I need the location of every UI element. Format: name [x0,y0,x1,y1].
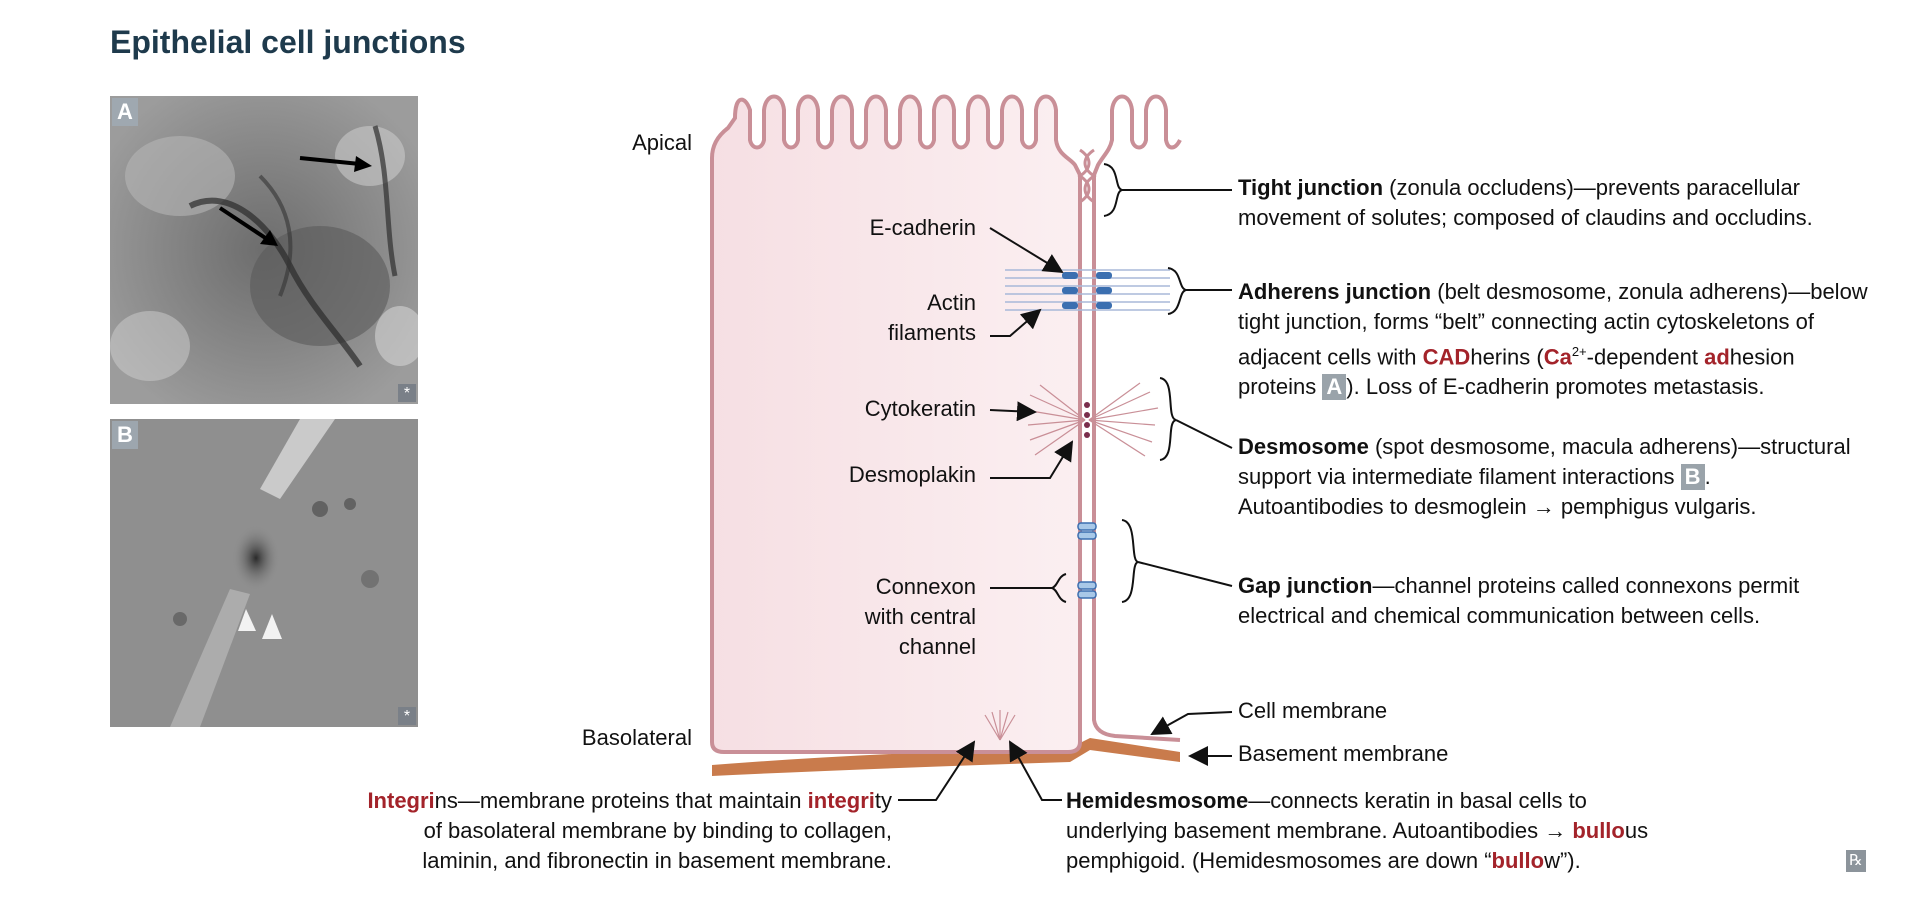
asterisk-icon: * [398,384,416,402]
figure-ref-a: A [1322,374,1347,401]
cytokeratin-label: Cytokeratin [865,396,976,421]
desmosome-title: Desmosome [1238,434,1369,459]
actin-label-line1: Actin [927,290,976,315]
micrograph-a-label: A [112,98,138,126]
apical-label: Apical [632,130,692,155]
adherens-junction-cadherins [1062,272,1112,309]
desmoplakin-label: Desmoplakin [849,462,976,487]
e-cadherin-label: E-cadherin [870,215,976,240]
rx-icon: ℞ [1846,850,1866,872]
desmosome-keratin-fibers [1024,382,1159,457]
page-title: Epithelial cell junctions [110,24,466,60]
basement-membrane-shape [712,738,1180,776]
cell-membrane-label: Cell membrane [1238,698,1387,723]
tight-junction-title: Tight junction [1238,175,1384,200]
micrograph-b: B * [110,419,418,727]
actin-label-line2: filaments [888,320,976,345]
micrograph-b-image [110,419,418,727]
hemidesmosome-fibers [984,710,1016,741]
basement-membrane-label: Basement membrane [1238,741,1448,766]
right-cell-lateral-membrane [1092,175,1181,742]
hemidesmosome-title: Hemidesmosome [1066,788,1249,813]
basolateral-label: Basolateral [582,725,692,750]
right-cell-apical-membrane [1092,94,1182,176]
micrograph-a-image [110,96,418,404]
actin-filament-lines [1005,269,1170,311]
leader-lines [898,163,1233,801]
desmosome-description: Desmosome (spot desmosome, macula adhere… [1238,434,1851,519]
integrin-description: Integrins—membrane proteins that maintai… [367,788,892,873]
tight-junction-description: Tight junction (zonula occludens)—preven… [1238,175,1813,230]
gap-junction-connexons [1077,522,1097,599]
gap-junction-description: Gap junction—channel proteins called con… [1238,573,1800,628]
asterisk-icon: * [398,707,416,725]
desmoplakin-dots [1084,402,1090,438]
left-cell [710,94,1082,754]
figure-ref-b: B [1680,464,1705,490]
micrograph-b-label: B [112,421,138,449]
gap-junction-title: Gap junction [1238,573,1373,598]
micrograph-a: A * [110,96,418,404]
connexon-label-line3: channel [899,634,976,659]
hemidesmosome-description: Hemidesmosome—connects keratin in basal … [1066,788,1649,873]
connexon-label-line1: Connexon [876,574,976,599]
adherens-junction-description: Adherens junction (belt desmosome, zonul… [1238,279,1868,401]
adherens-junction-title: Adherens junction [1238,279,1432,304]
connexon-label-line2: with central [864,604,976,629]
